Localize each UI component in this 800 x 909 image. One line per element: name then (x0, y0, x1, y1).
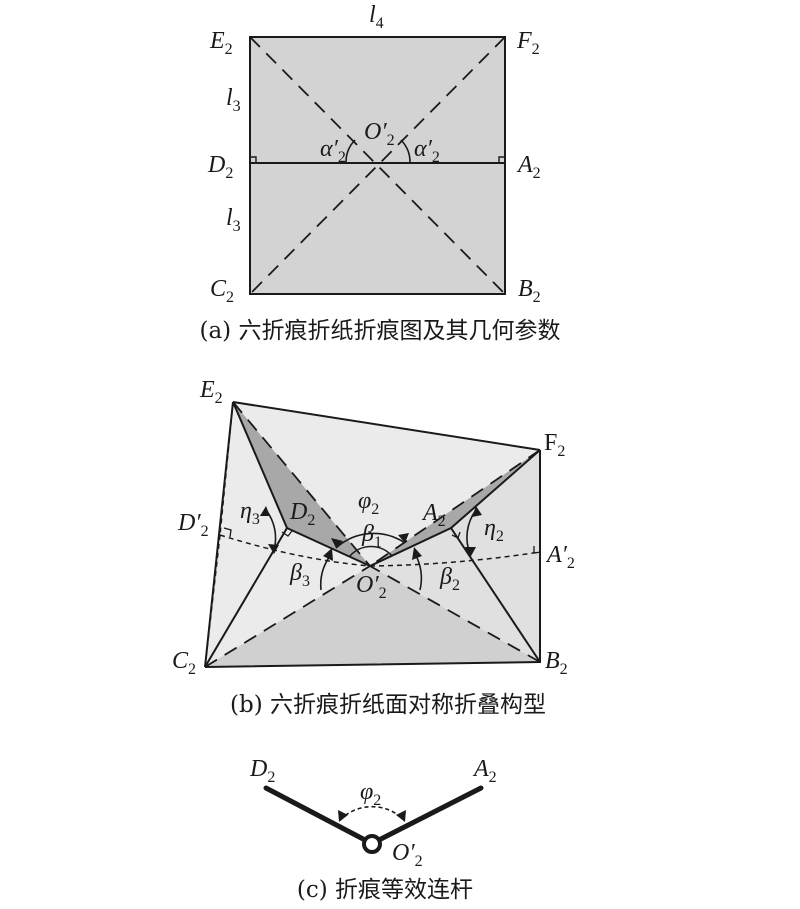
label-c2: C2 (210, 276, 234, 306)
label-o2-prime: O′2 (392, 840, 423, 870)
panel-b: E2 F2 D′2 D2 A2 A′2 C2 B2 O′2 φ2 β1 β3 β… (172, 377, 575, 718)
beta3-arrow (323, 548, 333, 561)
proj-d2p-c2 (204, 534, 221, 668)
crease-diagonal-f-c (249, 36, 506, 295)
ref-curve-d2p-o2 (219, 534, 371, 567)
outline-top (232, 401, 541, 451)
link-right (376, 785, 484, 843)
eta2-arrow-top (472, 506, 482, 517)
hinge-joint (362, 834, 382, 854)
ref-curve-o2-a2p (369, 551, 541, 567)
label-o2-prime: O′2 (364, 119, 395, 149)
label-phi2: φ2 (358, 488, 379, 518)
beta1-arc (349, 545, 393, 557)
label-d2: D2 (207, 152, 233, 182)
label-alpha-right: α′2 (414, 136, 440, 166)
right-face (370, 450, 540, 662)
caption-b: (b) 六折痕折纸面对称折叠构型 (230, 692, 546, 718)
phi2-arrow-right (398, 533, 409, 543)
panel-a: E2 F2 D2 A2 C2 B2 O′2 l4 l3 l3 α′2 α′2 (… (200, 2, 561, 344)
label-a2-prime: A′2 (545, 542, 575, 572)
right-angle-a2 (451, 531, 461, 539)
crease-diagonal-e-b (249, 36, 506, 295)
fold-e2-o2 (232, 401, 371, 567)
right-angle-d2p (223, 527, 232, 538)
fold-b2-o2 (369, 565, 541, 663)
edge-a2-b2 (450, 527, 541, 663)
phi2-arc (335, 532, 406, 549)
label-phi2: φ2 (360, 779, 381, 809)
right-angle-a2p (533, 546, 542, 554)
fold-f2-o2 (369, 449, 541, 567)
phi2-arrow-right (396, 810, 406, 822)
label-a2: A2 (516, 152, 541, 182)
label-eta2: η2 (484, 515, 504, 545)
label-beta3: β3 (289, 560, 310, 590)
right-angle-mark-a2 (498, 156, 505, 163)
right-angle-mark-d2 (250, 156, 257, 163)
label-a2: A2 (472, 756, 497, 786)
label-eta3: η3 (240, 498, 260, 528)
label-d2: D2 (289, 499, 315, 529)
right-angle-d2 (281, 530, 293, 537)
top-face (233, 402, 540, 566)
label-l4: l4 (369, 2, 384, 32)
label-b2: B2 (518, 276, 541, 306)
label-a2: A2 (421, 500, 446, 530)
bottom-face (205, 566, 540, 667)
label-f2: F2 (516, 28, 540, 58)
alpha-left-arc (345, 139, 356, 164)
label-l3-top: l3 (226, 85, 241, 115)
label-beta1: β1 (361, 521, 382, 551)
link-left (263, 785, 368, 843)
fold-c2-o2 (204, 565, 371, 668)
label-o2-prime: O′2 (356, 572, 387, 602)
caption-a: (a) 六折痕折纸折痕图及其几何参数 (200, 318, 561, 344)
label-beta2: β2 (439, 564, 460, 594)
beta2-arrow (412, 547, 422, 560)
caption-c: (c) 折痕等效连杆 (297, 877, 473, 903)
label-e2: E2 (209, 28, 233, 58)
label-f2: F2 (544, 430, 565, 460)
panel-c: D2 A2 φ2 O′2 (c) 折痕等效连杆 (249, 756, 497, 903)
label-d2-prime: D′2 (177, 510, 209, 540)
left-face (205, 402, 370, 667)
alpha-right-arc (400, 139, 411, 164)
eta2-arrow-bottom (465, 547, 476, 558)
phi2-arrow-left (338, 810, 348, 822)
outline-left (204, 401, 234, 668)
label-l3-bottom: l3 (226, 205, 241, 235)
phi2-arrow-left (331, 538, 343, 548)
proj-e2-d2p (219, 401, 234, 536)
phi2-arc (339, 805, 405, 821)
label-e2: E2 (199, 377, 223, 407)
label-b2: B2 (545, 648, 568, 678)
eta3-arrow-bottom (268, 544, 279, 554)
label-d2: D2 (249, 756, 275, 786)
eta3-arrow-top (260, 506, 270, 516)
label-c2: C2 (172, 648, 196, 678)
label-alpha-left: α′2 (320, 136, 346, 166)
